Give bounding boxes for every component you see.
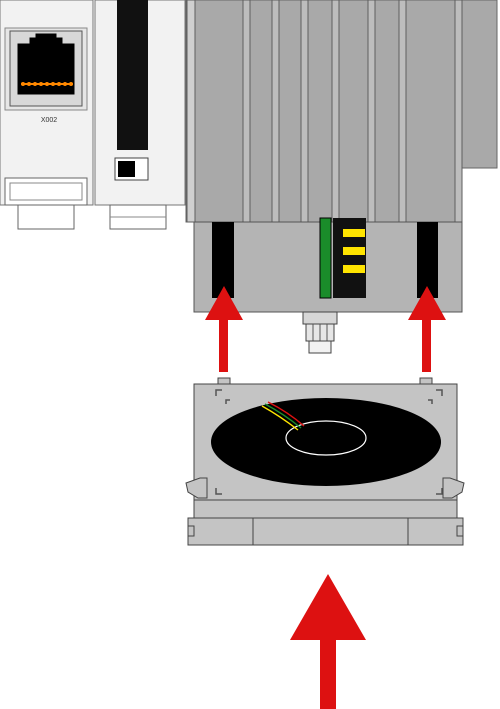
heatsink-module: [185, 0, 498, 354]
cable-gland: [302, 311, 338, 354]
fan-connector: [319, 217, 366, 299]
ethernet-port-icon: [9, 30, 83, 107]
up-arrow-icon-right: [408, 286, 446, 372]
port-label-x002: X002: [40, 117, 58, 124]
up-arrow-icon-left: [205, 286, 243, 372]
ethernet-module: [0, 0, 94, 230]
terminal-module: [94, 0, 186, 230]
fan-cartridge: [185, 377, 465, 546]
dip-switch: [114, 157, 149, 181]
fan-wires: [261, 401, 305, 431]
up-arrow-icon-large: [290, 574, 366, 709]
rj45-contacts: [21, 82, 73, 86]
